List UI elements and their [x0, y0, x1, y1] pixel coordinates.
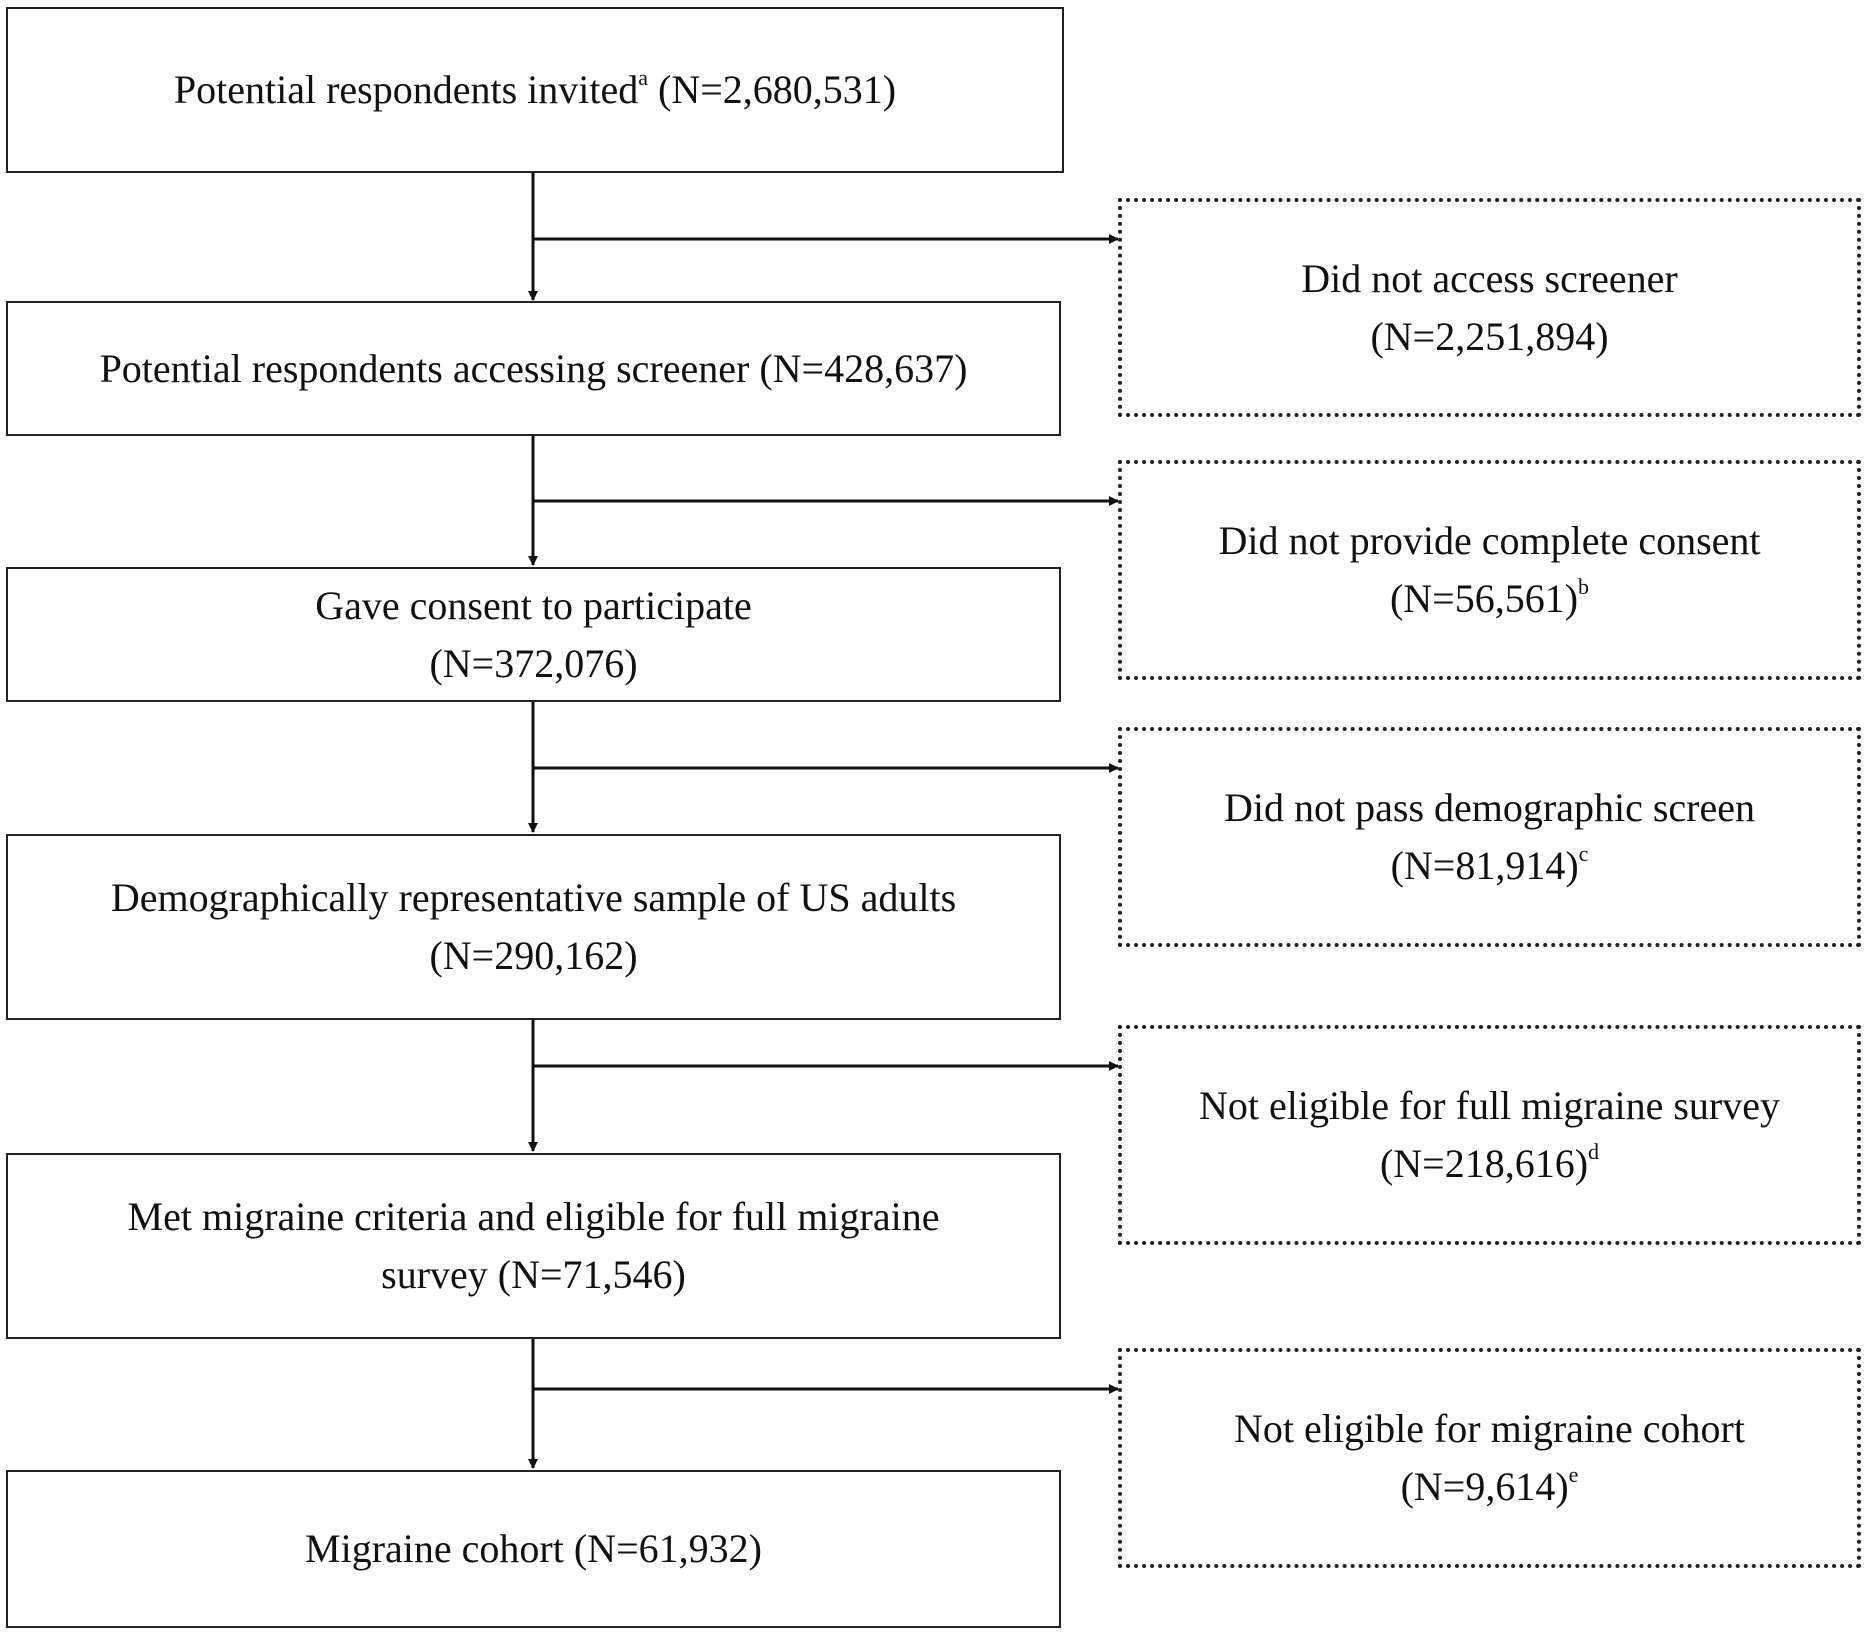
- box-text-line: (N=81,914)c: [1390, 840, 1589, 888]
- box-text-line: Gave consent to participate: [315, 582, 752, 628]
- box-text-line: (N=290,162): [429, 933, 638, 978]
- box-not-eligible-cohort: Not eligible for migraine cohort (N=9,61…: [1118, 1348, 1861, 1568]
- box-text-line: Not eligible for migraine cohort: [1234, 1406, 1745, 1451]
- box-text-line: (N=372,076): [429, 640, 638, 686]
- box-text-line: Demographically representative sample of…: [110, 875, 957, 920]
- box-text-line: Potential respondents accessing screener…: [99, 345, 968, 391]
- box-potential-respondents-invited: Potential respondents inviteda (N=2,680,…: [6, 7, 1064, 173]
- box-text-line: survey (N=71,546): [381, 1252, 686, 1297]
- box-text-line: Did not access screener: [1301, 255, 1678, 301]
- box-migraine-cohort: Migraine cohort (N=61,932): [6, 1470, 1061, 1628]
- box-text-line: (N=56,561)b: [1389, 573, 1590, 621]
- box-text-line: (N=218,616)d: [1379, 1138, 1600, 1186]
- box-met-migraine-criteria: Met migraine criteria and eligible for f…: [6, 1153, 1061, 1339]
- box-text-line: Did not provide complete consent: [1218, 518, 1761, 563]
- box-text-line: Potential respondents inviteda (N=2,680,…: [173, 64, 897, 112]
- box-text-line: Did not pass demographic screen: [1224, 785, 1755, 830]
- box-did-not-pass-demographic: Did not pass demographic screen (N=81,91…: [1118, 727, 1861, 947]
- box-gave-consent: Gave consent to participate (N=372,076): [6, 567, 1061, 702]
- box-text-line: (N=2,251,894): [1370, 313, 1609, 359]
- box-did-not-access-screener: Did not access screener (N=2,251,894): [1118, 198, 1861, 417]
- box-text-line: (N=9,614)e: [1400, 1461, 1579, 1509]
- box-text-line: Met migraine criteria and eligible for f…: [127, 1194, 940, 1239]
- box-demographic-sample: Demographically representative sample of…: [6, 834, 1061, 1020]
- box-accessing-screener: Potential respondents accessing screener…: [6, 301, 1061, 436]
- box-not-eligible-full-survey: Not eligible for full migraine survey (N…: [1118, 1025, 1861, 1245]
- box-text-line: Not eligible for full migraine survey: [1199, 1083, 1780, 1128]
- box-did-not-provide-consent: Did not provide complete consent (N=56,5…: [1118, 460, 1861, 680]
- box-text-line: Migraine cohort (N=61,932): [305, 1526, 762, 1571]
